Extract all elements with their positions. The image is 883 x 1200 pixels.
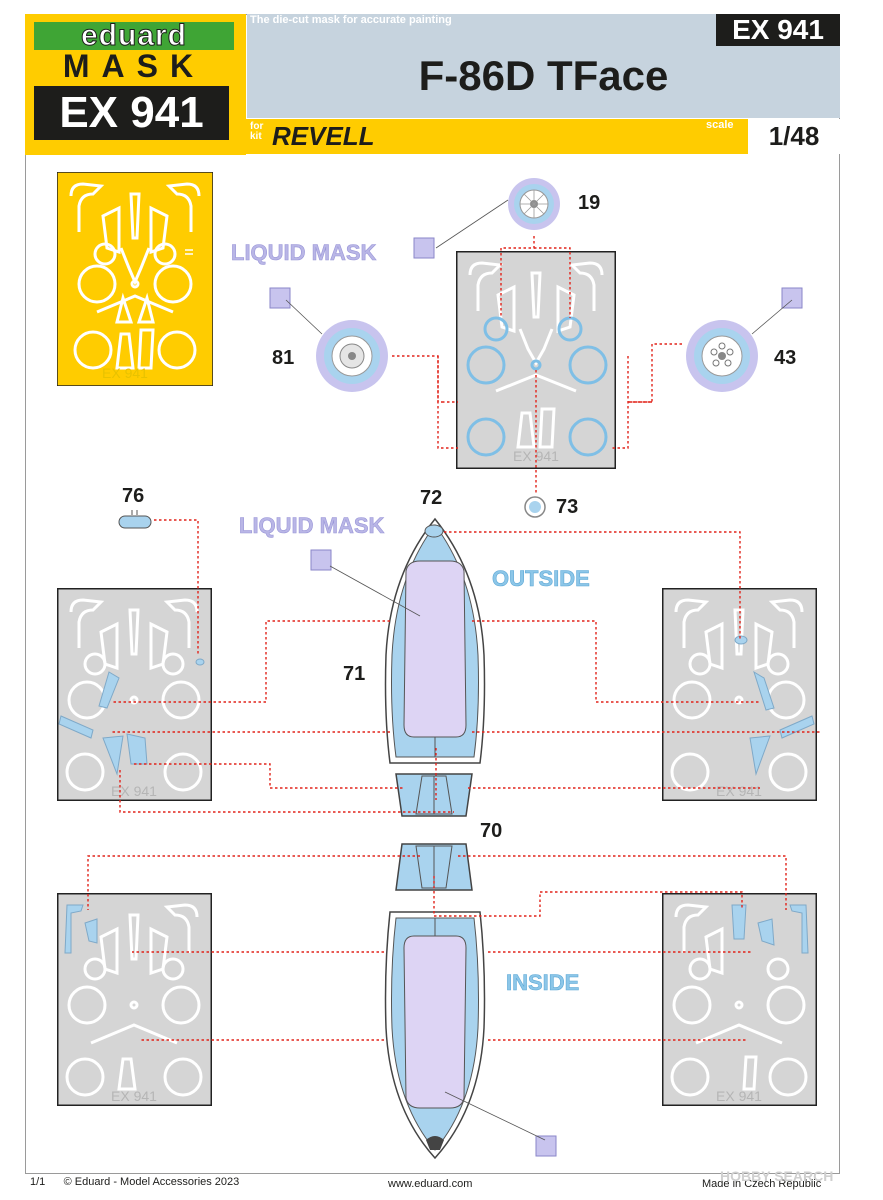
sheet-code-or: EX 941 [716,783,762,799]
liquid-mask-swatch-top [413,237,435,259]
scale-label: scale [706,119,734,131]
tagline: The die-cut mask for accurate painting [250,14,452,26]
part-number-70: 70 [480,820,503,842]
wheel-mask-81 [316,320,388,392]
outside-label: OUTSIDE [492,566,590,592]
sheet-code-overview: EX 941 [102,365,148,381]
for-kit-label: for kit [250,121,264,142]
canopy-outside-71 [384,517,486,764]
mask-sheet-inside-left: EX 941 [57,893,212,1106]
mask-frame-overview [57,172,213,386]
part-number-43: 43 [774,347,797,369]
part-number-76: 76 [122,485,145,507]
brand-logo: eduard [34,20,234,51]
part-number-73: 73 [556,496,579,518]
mask-sheet-outside-right: EX 941 [662,588,817,801]
mask-sheet-inside-right: EX 941 [662,893,817,1106]
part-number-72: 72 [420,487,443,509]
origin: Made in Czech Republic [702,1178,822,1190]
inside-label: INSIDE [506,970,580,996]
website: www.eduard.com [388,1178,473,1190]
liquid-mask-swatch-bottom [535,1135,557,1157]
windscreen-outside-70 [395,773,473,817]
liquid-mask-swatch-43 [781,287,803,309]
footer-left: 1/1 © Eduard - Model Accessories 2023 [30,1176,239,1188]
canopy-inside [384,911,486,1160]
page-title: F-86D TFace [418,52,669,99]
product-line: MASK [62,48,206,84]
sheet-code-il: EX 941 [111,1088,157,1104]
part-number-19: 19 [578,192,601,214]
wheel-mask-43 [686,320,758,392]
scale-box [748,119,840,154]
sheet-code-ol: EX 941 [111,783,157,799]
product-code-top-right: EX 941 [716,14,840,46]
part-76-mask [118,510,152,529]
liquid-mask-label-mid: LIQUID MASK [239,513,385,539]
copyright: © Eduard - Model Accessories 2023 [63,1176,240,1188]
product-code: EX 941 [34,86,229,140]
page-number: 1/1 [30,1176,46,1188]
kit-brand: REVELL [272,121,375,151]
part-number-81: 81 [272,347,295,369]
liquid-mask-swatch-81 [269,287,291,309]
wheel-mask-19 [508,178,560,230]
part-73-mask [524,496,546,518]
part-number-71: 71 [343,663,366,685]
liquid-mask-label-top: LIQUID MASK [231,240,377,266]
liquid-mask-swatch-mid [310,549,332,571]
watermark: HOBBY SEARCH [720,1168,834,1184]
mask-sheet-outside-left: EX 941 [57,588,212,801]
scale-value: 1/48 [768,121,820,151]
sheet-code-ir: EX 941 [716,1088,762,1104]
